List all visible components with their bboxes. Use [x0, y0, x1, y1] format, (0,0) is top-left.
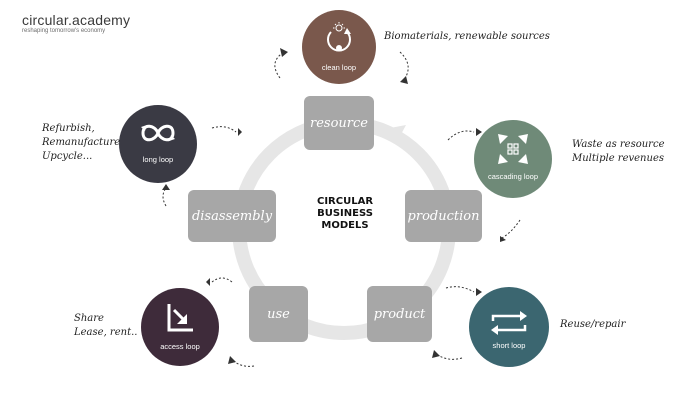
- cascading-loop-arrow-in: [447, 130, 475, 141]
- access-loop-arrow-out: [231, 359, 255, 367]
- long-loop-circle: long loop: [119, 105, 197, 183]
- note-line: Reuse/repair: [560, 319, 626, 330]
- short-loop-circle: short loop: [469, 287, 549, 367]
- clean-loop-circle: clean loop: [302, 10, 376, 84]
- sun-cycle-icon: [327, 22, 351, 52]
- note-line: Share: [74, 313, 104, 324]
- cascading-loop-circle: cascading loop: [474, 120, 552, 198]
- note-line: Lease, rent..: [74, 327, 138, 338]
- note-access-loop: Share Lease, rent..: [74, 312, 137, 340]
- cascading-loop-arrow-out: [501, 219, 521, 239]
- long-loop-label: long loop: [142, 155, 174, 164]
- cascading-loop-label: cascading loop: [487, 172, 539, 181]
- stage-production: production: [405, 190, 482, 242]
- note-line: Remanufacture: [42, 137, 121, 148]
- note-long-loop: Refurbish, Remanufacture Upcycle...: [42, 122, 120, 164]
- long-loop-arrow-in: [162, 187, 167, 207]
- infinity-loop-icon: [141, 124, 175, 142]
- logo-subtitle: reshaping tomorrow's economy: [22, 28, 106, 34]
- note-line: Waste as resource: [572, 139, 665, 150]
- note-short-loop: Reuse/repair: [560, 318, 625, 332]
- note-line: Upcycle...: [42, 151, 93, 162]
- center-title-line: BUSINESS: [317, 208, 373, 219]
- note-line: Multiple revenues: [572, 153, 664, 164]
- access-loop-arrow-in: [211, 277, 233, 283]
- clean-loop-arrow-out: [399, 51, 409, 81]
- stage-disassembly: disassembly: [188, 190, 276, 242]
- note-line: Biomaterials, renewable sources: [384, 31, 550, 42]
- logo-title: circular.academy: [22, 12, 131, 28]
- converging-arrows-icon: [498, 134, 528, 164]
- note-clean-loop: Biomaterials, renewable sources: [384, 30, 550, 44]
- center-title: CIRCULAR BUSINESS MODELS: [295, 196, 395, 232]
- long-loop-arrow-out: [211, 126, 237, 133]
- repeat-arrows-icon: [491, 311, 527, 335]
- short-loop-label: short loop: [492, 341, 526, 350]
- ring-arrowhead: [390, 125, 406, 140]
- stage-product: product: [367, 286, 432, 342]
- stage-use: use: [249, 286, 308, 342]
- clean-loop-label: clean loop: [321, 63, 357, 72]
- center-title-line: CIRCULAR: [316, 196, 374, 207]
- note-cascading-loop: Waste as resource Multiple revenues: [572, 138, 664, 166]
- short-loop-arrow-in: [445, 286, 475, 293]
- access-loop-circle: access loop: [141, 288, 219, 366]
- center-title-line: MODELS: [321, 220, 369, 231]
- note-line: Refurbish,: [42, 123, 95, 134]
- download-box-icon: [167, 304, 193, 332]
- access-loop-label: access loop: [160, 342, 200, 351]
- short-loop-arrow-out: [435, 353, 463, 360]
- stage-resource: resource: [304, 96, 374, 150]
